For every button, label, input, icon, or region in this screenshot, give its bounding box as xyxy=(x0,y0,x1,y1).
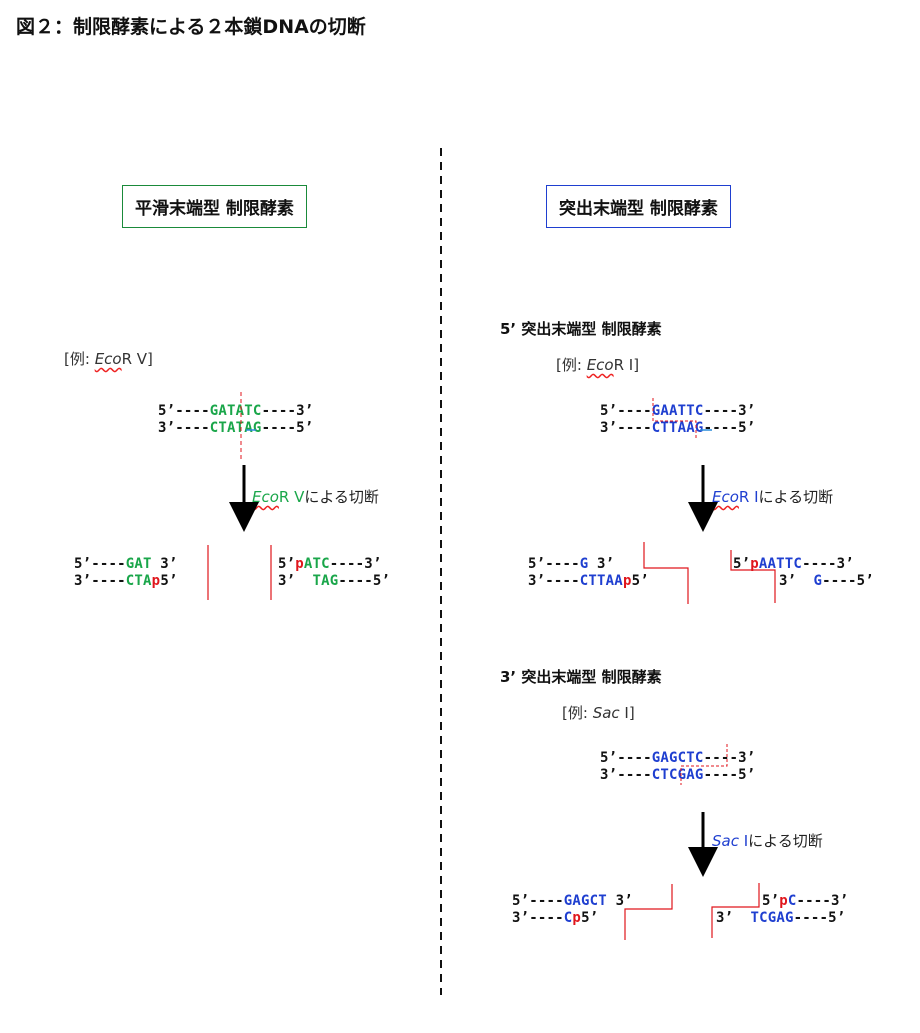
three-prime-arrow-label: Sac Iによる切断 xyxy=(712,832,823,850)
blunt-right-bottom: 3’ TAG----5’ xyxy=(278,573,391,589)
blunt-heading-box: 平滑末端型 制限酵素 xyxy=(122,185,307,228)
three-prime-seq-bottom: 3’----CTCGAG----5’ xyxy=(600,767,756,783)
figure-title: 図２：制限酵素による２本鎖DNAの切断 xyxy=(16,16,366,38)
five-prime-arrow-label: EcoR Iによる切断 xyxy=(712,488,834,506)
three-prime-cut-site xyxy=(680,744,728,785)
blunt-right-top: 5’pATC----3’ xyxy=(278,556,382,572)
three-prime-right-bottom: 3’ TCGAG----5’ xyxy=(716,910,846,926)
three-prime-left-end-mark xyxy=(624,884,673,940)
sticky-heading-box: 突出末端型 制限酵素 xyxy=(546,185,731,228)
three-prime-heading: 3’ 突出末端型 制限酵素 xyxy=(500,668,662,686)
three-prime-right-end-mark xyxy=(711,883,760,938)
blunt-example: [例: EcoR V] xyxy=(64,350,153,368)
three-prime-example: [例: Sac I] xyxy=(562,704,635,722)
five-prime-cut-site xyxy=(652,398,697,440)
blunt-seq-top: 5’----GATATC----3’ xyxy=(158,403,314,419)
five-prime-seq-bottom: 3’----CTTAAG----5’ xyxy=(600,420,756,436)
five-prime-seq-top: 5’----GAATTC----3’ xyxy=(600,403,756,419)
blunt-arrow-label: EcoR Vによる切断 xyxy=(252,488,379,506)
five-prime-right-bottom: 3’ G----5’ xyxy=(779,573,874,589)
three-prime-seq-top: 5’----GAGCTC----3’ xyxy=(600,750,756,766)
five-prime-right-top: 5’pAATTC----3’ xyxy=(733,556,854,572)
five-prime-left-bottom: 3’----CTTAAp5’ xyxy=(528,573,649,589)
five-prime-example: [例: EcoR I] xyxy=(556,356,640,374)
blunt-left-top: 5’----GAT 3’ xyxy=(74,556,178,572)
three-prime-right-top: 5’pC----3’ xyxy=(762,893,849,909)
five-prime-right-end-mark xyxy=(730,550,776,603)
five-prime-left-end-mark xyxy=(643,542,689,604)
blunt-left-bottom: 3’----CTAp5’ xyxy=(74,573,178,589)
five-prime-heading: 5’ 突出末端型 制限酵素 xyxy=(500,320,662,338)
five-prime-left-top: 5’----G 3’ xyxy=(528,556,615,572)
blunt-seq-bottom: 3’----CTATAG----5’ xyxy=(158,420,314,436)
three-prime-left-top: 5’----GAGCT 3’ xyxy=(512,893,633,909)
three-prime-left-bottom: 3’----Cp5’ xyxy=(512,910,599,926)
